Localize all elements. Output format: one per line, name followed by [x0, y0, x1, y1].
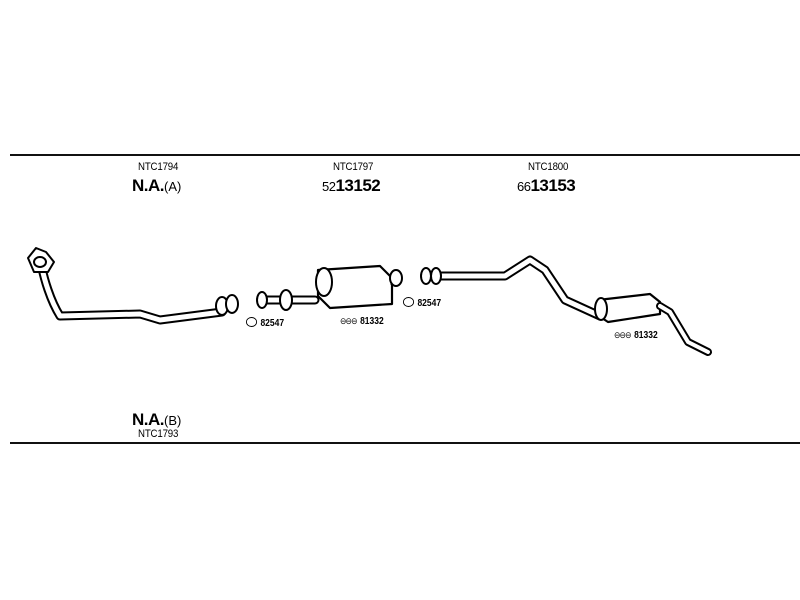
clamp-label-1: 82547	[246, 317, 284, 329]
section-3-part-prefix: 66	[517, 179, 531, 194]
section-1-part-number: N.A.	[132, 176, 165, 195]
clamp-label-3: 82547	[403, 297, 441, 309]
section-1-part-suffix: (A)	[164, 179, 182, 194]
ring-clamp-icon	[403, 297, 415, 308]
bottom-ref: NTC1793	[138, 428, 179, 440]
rear-section	[420, 255, 712, 356]
bottom-divider	[10, 442, 800, 444]
section-1-part: N.A.(A)	[132, 177, 181, 194]
section-1-ref: NTC1794	[138, 161, 179, 173]
top-divider	[10, 154, 800, 156]
section-3-ref: NTC1800	[528, 161, 569, 173]
section-3-part: 6613153	[517, 176, 576, 195]
bolt-dots-icon: ⊖⊖⊖	[614, 330, 632, 340]
clamp-label-2: ⊖⊖⊖81332	[340, 316, 384, 328]
section-2-part-prefix: 52	[322, 179, 336, 194]
clamp-label-4: ⊖⊖⊖81332	[614, 330, 658, 342]
bottom-part-number: N.A.	[132, 410, 165, 429]
section-2-ref: NTC1797	[333, 161, 374, 173]
bolt-dots-icon: ⊖⊖⊖	[340, 316, 358, 326]
section-2-part: 5213152	[322, 176, 381, 195]
section-2-part-number: 13152	[335, 176, 381, 195]
section-3-part-number: 13153	[530, 176, 576, 195]
ring-clamp-icon	[246, 317, 258, 328]
front-pipe	[27, 247, 239, 325]
intermediate-silencer	[256, 264, 403, 311]
bottom-part: N.A.(B)	[132, 411, 181, 428]
bottom-part-suffix: (B)	[164, 413, 182, 428]
